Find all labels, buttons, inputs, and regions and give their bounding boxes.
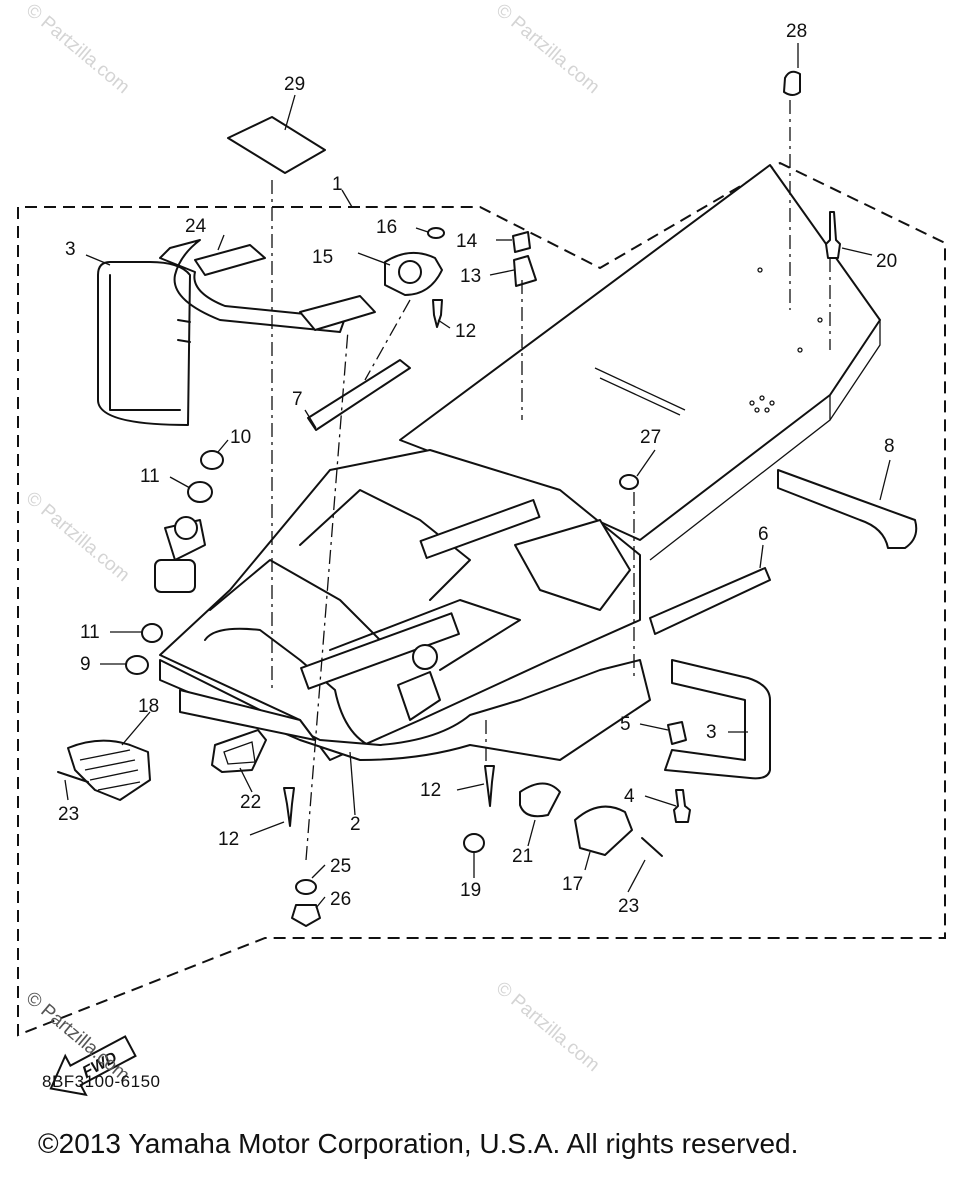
assembly-boundary: [17, 161, 946, 1037]
callout-14: 14: [456, 231, 478, 252]
part-7-bracket: [307, 359, 411, 431]
part-22-gasket: [211, 729, 267, 773]
callout-11: 11: [80, 622, 100, 643]
part-21-plate: [519, 782, 561, 818]
front-bumper: [159, 239, 346, 333]
callout-27: 27: [640, 427, 661, 448]
callout-20: 20: [876, 251, 897, 272]
part-6-rail: [649, 567, 771, 635]
part-14-nut: [512, 231, 531, 253]
callout-4: 4: [624, 786, 635, 807]
watermark: © Partzilla.com: [22, 488, 134, 586]
part-23-screw: [57, 771, 89, 783]
callout-13: 13: [460, 266, 481, 287]
part-23-screw: [641, 837, 663, 857]
callout-2: 2: [350, 814, 361, 835]
part-5-nut: [667, 721, 687, 745]
watermark: © Partzilla.com: [492, 978, 604, 1076]
part-19-grommet: [463, 833, 485, 853]
callout-12: 12: [455, 321, 476, 342]
callout-7: 7: [292, 389, 303, 410]
part-4-bolt: [673, 789, 691, 823]
callout-15: 15: [312, 247, 333, 268]
diagram-code: 8BF3100-6150: [42, 1072, 161, 1091]
callout-21: 21: [512, 846, 533, 867]
callout-10: 10: [230, 427, 251, 448]
callout-24: 24: [185, 216, 207, 237]
part-9-bushing: [125, 655, 149, 675]
part-8-rail: [777, 469, 918, 549]
part-12-bolt: [432, 299, 443, 328]
part-16-washer: [427, 227, 445, 239]
callout-18: 18: [138, 696, 159, 717]
callout-23: 23: [58, 804, 79, 825]
callout-16: 16: [376, 217, 397, 238]
frame-assembly: [154, 164, 881, 761]
callout-9: 9: [80, 654, 91, 675]
part-17-cover: [574, 805, 633, 856]
callout-26: 26: [330, 889, 351, 910]
part-29-pad: [227, 116, 326, 174]
part-18-boot: [67, 739, 151, 801]
part-25-washer: [295, 879, 317, 895]
copyright-notice: ©2013 Yamaha Motor Corporation, U.S.A. A…: [38, 1128, 799, 1159]
callout-23: 23: [618, 896, 639, 917]
part-20-pin: [825, 211, 841, 259]
part-28-cap: [783, 70, 801, 96]
callout-5: 5: [620, 714, 631, 735]
part-11-bushing: [187, 481, 213, 503]
callout-3: 3: [65, 239, 76, 260]
callout-1: 1: [332, 174, 343, 195]
callout-19: 19: [460, 880, 481, 901]
part-27-plug: [619, 474, 639, 490]
callout-12: 12: [218, 829, 239, 850]
callout-12: 12: [420, 780, 441, 801]
part-12-bolt: [484, 765, 495, 807]
part-11-bushing-lower: [141, 623, 163, 643]
callout-25: 25: [330, 856, 351, 877]
callout-17: 17: [562, 874, 583, 895]
callout-22: 22: [240, 792, 261, 813]
callout-3: 3: [706, 722, 717, 743]
bumper-rear-right: [664, 659, 771, 780]
watermark: © Partzilla.com: [22, 0, 134, 98]
part-12-bolt: [283, 787, 295, 827]
callout-28: 28: [786, 21, 807, 42]
leader-lines: [64, 43, 891, 909]
bumper-front-left: [97, 261, 191, 426]
callout-11: 11: [140, 466, 160, 487]
part-13-bracket: [513, 255, 537, 287]
callout-29: 29: [284, 74, 305, 95]
callout-6: 6: [758, 524, 769, 545]
part-26-nut: [291, 904, 321, 927]
watermark: © Partzilla.com: [492, 0, 604, 98]
callouts: 1 2 3 3 4 5 6 7 8 9 10 11 11 12 12 12 12…: [58, 21, 897, 917]
part-10-bushing: [200, 450, 224, 470]
callout-8: 8: [884, 436, 895, 457]
